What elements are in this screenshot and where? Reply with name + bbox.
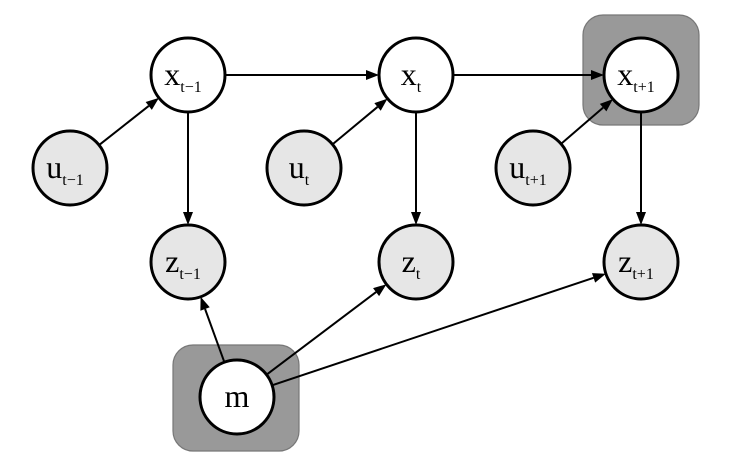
node-circle [198,358,276,436]
node-label-subscript: t+1 [633,79,654,96]
node-label: xt+1 [617,56,654,96]
edge-m-to-z-prev [200,296,226,363]
arrowhead [636,212,646,225]
node-label-main: u [46,149,62,185]
edge-x-prev-to-z-prev [183,112,193,225]
node-z-curr: zt [377,223,455,301]
node-label-main: x [617,56,633,92]
node-label: xt [401,56,422,96]
node-label: zt+1 [618,243,654,283]
arrowhead [200,296,210,311]
node-u-prev: ut−1 [31,129,109,207]
edge-m-to-z-curr [265,284,387,376]
node-z-prev: zt−1 [149,223,227,301]
node-x-prev: xt−1 [149,36,227,114]
arrowhead [411,212,421,225]
node-label: ut−1 [46,149,83,189]
node-label-main: u [289,149,305,185]
edge-u-next-to-x-next [560,99,613,145]
node-u-next: ut+1 [494,129,572,207]
node-label-subscript: t−1 [62,172,83,189]
edge-line [560,106,604,145]
edge-x-curr-to-z-curr [411,112,421,225]
node-circle [149,223,227,301]
node-label-subscript: t [417,79,422,96]
edge-line [271,276,594,387]
node-label-main: m [225,378,250,414]
node-label-main: z [618,243,632,279]
edge-line [204,308,226,363]
node-x-next: xt+1 [602,36,680,114]
node-circle [377,223,455,301]
arrowhead [183,212,193,225]
node-circle [602,223,680,301]
arrowhead [591,273,606,283]
node-label-main: x [401,56,417,92]
arrowhead [145,97,159,110]
node-label-subscript: t [305,172,310,189]
edge-u-curr-to-x-curr [331,98,388,146]
node-label: ut+1 [509,149,546,189]
node-label: zt [402,243,421,283]
arrowhead [366,70,379,80]
node-label-main: u [509,149,525,185]
node-label-subscript: t−1 [179,266,200,283]
node-label-main: z [165,243,179,279]
node-u-curr: ut [265,129,343,207]
node-label-main: x [164,56,180,92]
node-label: m [225,378,250,414]
node-x-curr: xt [377,36,455,114]
node-label-subscript: t−1 [180,79,201,96]
edge-x-next-to-z-next [636,112,646,225]
node-circle [494,129,572,207]
node-circle [377,36,455,114]
node-label-subscript: t [416,266,421,283]
node-label: ut [289,149,310,189]
arrowhead [374,98,388,111]
edge-layer [98,70,646,387]
node-label: zt−1 [165,243,201,283]
node-circle [265,129,343,207]
edge-line [265,291,377,376]
node-label: xt−1 [164,56,201,96]
edge-x-curr-to-x-next [453,70,604,80]
edge-line [98,105,150,146]
node-circle [149,36,227,114]
node-label-subscript: t+1 [632,266,653,283]
node-z-next: zt+1 [602,223,680,301]
edge-x-prev-to-x-curr [225,70,379,80]
node-label-subscript: t+1 [525,172,546,189]
node-m: m [198,358,276,436]
edge-u-prev-to-x-prev [98,97,159,146]
edge-m-to-z-next [271,273,606,387]
node-circle [31,129,109,207]
node-label-main: z [402,243,416,279]
arrowhead [373,284,387,297]
edge-line [331,106,379,146]
node-circle [602,36,680,114]
arrowhead [599,99,613,112]
arrowhead [591,70,604,80]
